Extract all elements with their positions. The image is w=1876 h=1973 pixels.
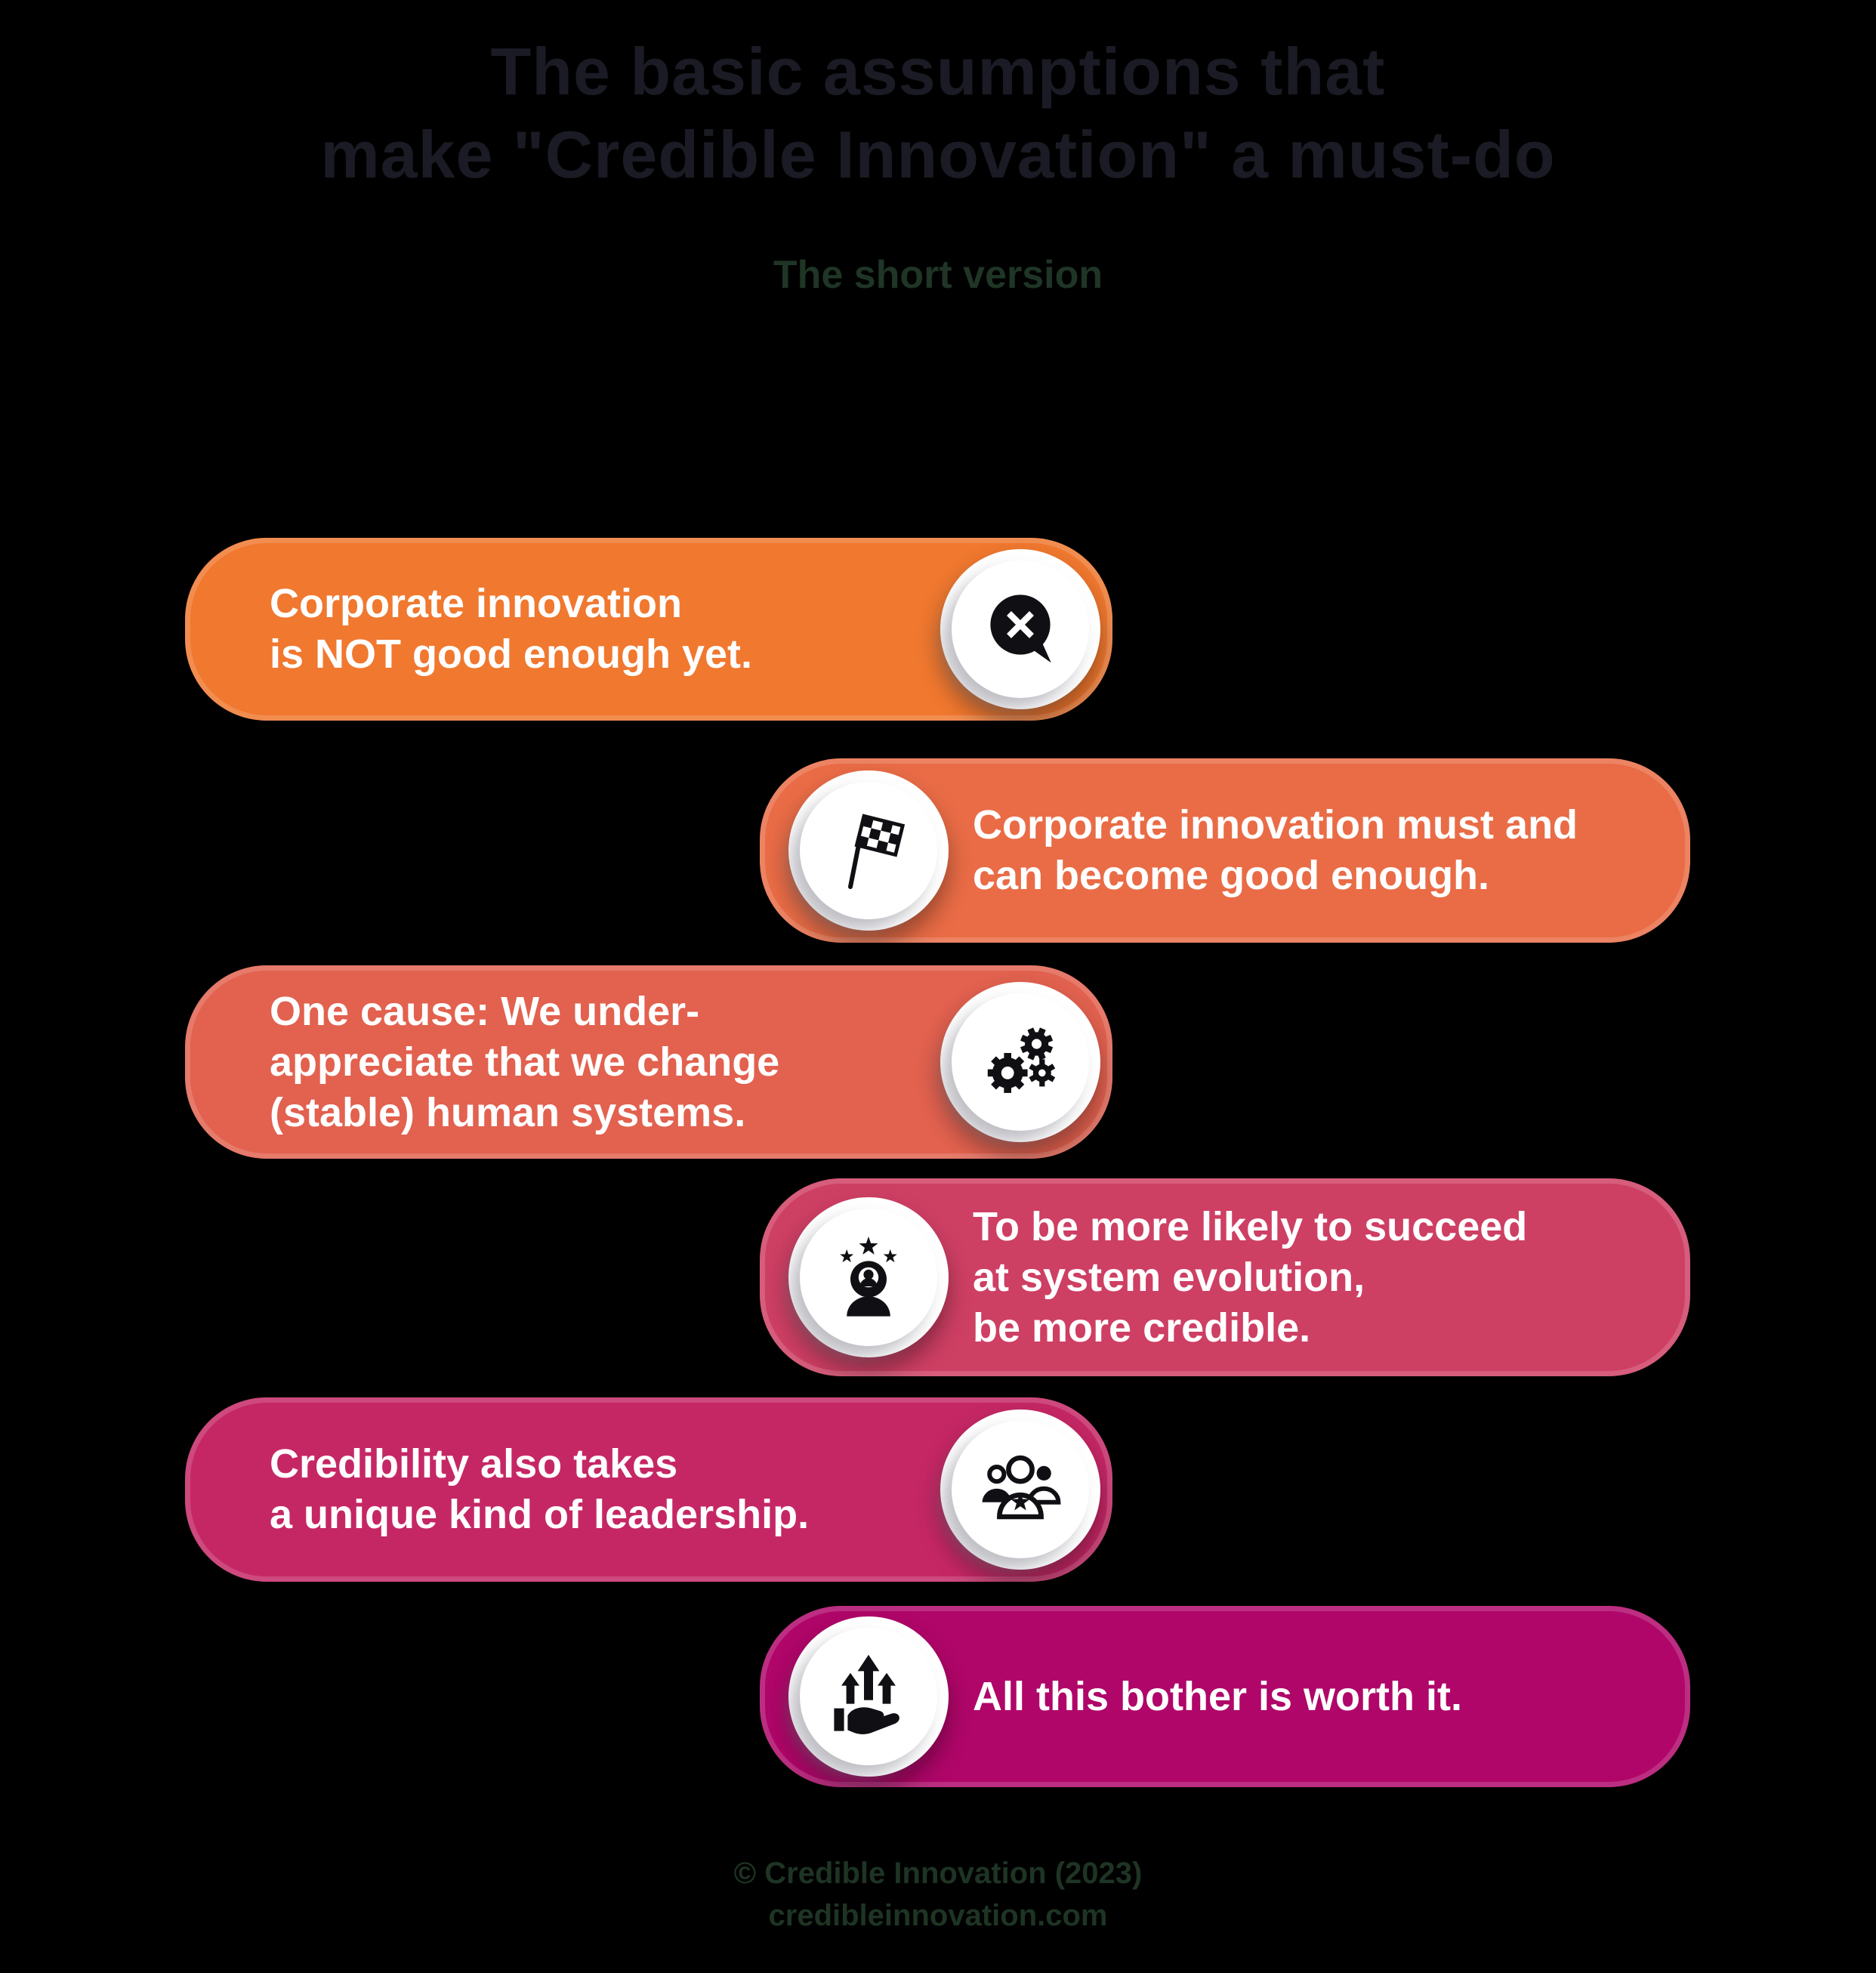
- icon-circle: [788, 1616, 949, 1777]
- assumption-banner-1: Corporate innovation is NOT good enough …: [185, 538, 1112, 721]
- gears-icon: [975, 1017, 1066, 1107]
- star-person-icon: [823, 1232, 914, 1323]
- page-title: The basic assumptions that make "Credibl…: [0, 30, 1876, 196]
- banner-5-text: Credibility also takes a unique kind of …: [270, 1441, 810, 1537]
- icon-circle: [788, 770, 949, 931]
- title-line-2: make "Credible Innovation" a must-do: [320, 117, 1556, 192]
- footer: © Credible Innovation (2023) credibleinn…: [0, 1852, 1876, 1937]
- banner-1-text: Corporate innovation is NOT good enough …: [270, 581, 752, 677]
- assumption-banner-4: To be more likely to succeed at system e…: [760, 1178, 1690, 1376]
- page-subtitle: The short version: [773, 253, 1103, 297]
- checkered-flag-icon: [823, 805, 914, 896]
- icon-circle: [788, 1197, 949, 1357]
- banner-4-text: To be more likely to succeed at system e…: [973, 1203, 1528, 1351]
- icon-inner: [952, 560, 1089, 698]
- icon-circle: [940, 1410, 1100, 1570]
- hand-growth-icon: [823, 1651, 914, 1742]
- icon-inner: [800, 782, 937, 919]
- banner-6-text: All this bother is worth it.: [973, 1673, 1462, 1719]
- assumption-banner-2: Corporate innovation must and can become…: [760, 758, 1690, 943]
- banner-3-text: One cause: We under- appreciate that we …: [270, 988, 780, 1135]
- icon-inner: [952, 1421, 1089, 1558]
- icon-inner: [800, 1209, 937, 1346]
- copyright-line: © Credible Innovation (2023): [733, 1857, 1143, 1890]
- website-line: credibleinnovation.com: [768, 1899, 1108, 1932]
- banner-2-text: Corporate innovation must and can become…: [973, 802, 1578, 898]
- speech-bubble-x-icon: [975, 584, 1066, 675]
- title-line-1: The basic assumptions that: [490, 34, 1386, 109]
- icon-inner: [800, 1628, 937, 1765]
- icon-circle: [940, 549, 1100, 709]
- icon-inner: [952, 993, 1089, 1131]
- assumption-banner-6: All this bother is worth it.: [760, 1606, 1690, 1787]
- assumption-banner-5: Credibility also takes a unique kind of …: [185, 1397, 1112, 1582]
- assumption-banner-3: One cause: We under- appreciate that we …: [185, 965, 1112, 1159]
- leadership-group-icon: [975, 1444, 1066, 1535]
- icon-circle: [940, 982, 1100, 1142]
